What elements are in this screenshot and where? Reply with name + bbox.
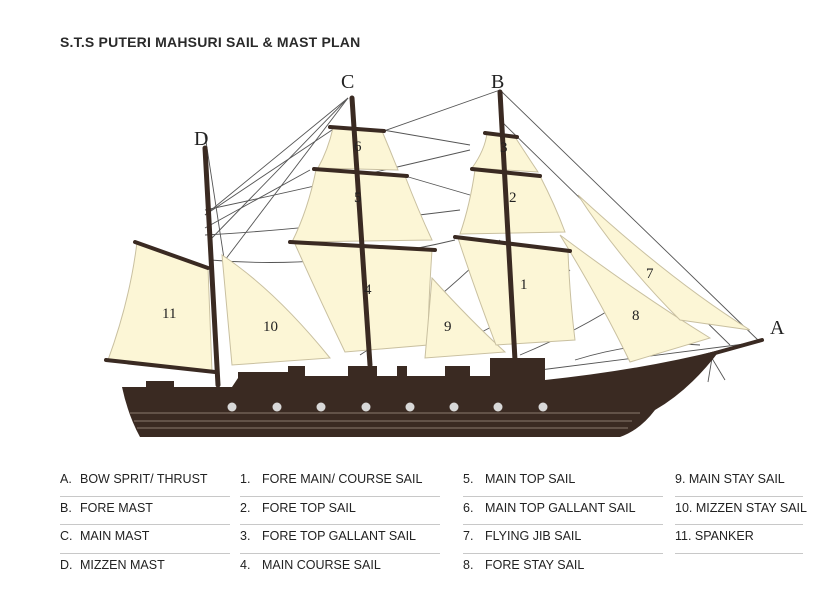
sail-1-fore-course bbox=[457, 237, 576, 346]
sail-10-mizzen-stay bbox=[221, 254, 331, 366]
legend-item: 11. SPANKER bbox=[675, 525, 803, 554]
ship-diagram: C B D A 6 3 5 2 7 1 4 11 8 10 9 bbox=[104, 71, 785, 437]
sail-2-fore-top bbox=[459, 169, 566, 235]
legend-item: D.MIZZEN MAST bbox=[60, 557, 165, 572]
legend-item: 3.FORE TOP GALLANT SAIL bbox=[240, 525, 440, 554]
legend-item: 1.FORE MAIN/ COURSE SAIL bbox=[240, 468, 440, 497]
sail-5-main-top bbox=[291, 169, 433, 243]
legend-item: 5.MAIN TOP SAIL bbox=[463, 468, 663, 497]
sail-number-9: 9 bbox=[444, 319, 452, 335]
sail-number-7: 7 bbox=[646, 266, 654, 282]
legend-item: 10. MIZZEN STAY SAIL bbox=[675, 497, 807, 525]
sail-6-main-top-gallant bbox=[317, 127, 399, 171]
legend-item: 6.MAIN TOP GALLANT SAIL bbox=[463, 497, 663, 525]
mast-label-d: D bbox=[194, 128, 208, 150]
hull bbox=[122, 350, 720, 437]
mizzen-mast bbox=[202, 145, 221, 388]
legend-item: 9. MAIN STAY SAIL bbox=[675, 468, 803, 497]
sail-number-4: 4 bbox=[364, 282, 372, 298]
legend-masts: A.BOW SPRIT/ THRUST B.FORE MAST C.MAIN M… bbox=[60, 468, 230, 581]
sail-8-fore-stay bbox=[559, 234, 712, 363]
sail-number-8: 8 bbox=[632, 308, 640, 324]
legend-item: 8.FORE STAY SAIL bbox=[463, 557, 585, 572]
legend-item: A.BOW SPRIT/ THRUST bbox=[60, 468, 230, 497]
legend-sails-3: 9. MAIN STAY SAIL 10. MIZZEN STAY SAIL 1… bbox=[675, 468, 807, 554]
legend-item: B.FORE MAST bbox=[60, 497, 230, 525]
legend-item: 7.FLYING JIB SAIL bbox=[463, 525, 663, 554]
legend-item: 2.FORE TOP SAIL bbox=[240, 497, 440, 525]
legend-sails-2: 5.MAIN TOP SAIL 6.MAIN TOP GALLANT SAIL … bbox=[463, 468, 663, 581]
mast-label-a: A bbox=[770, 317, 785, 339]
main-mast bbox=[349, 95, 373, 368]
sail-number-10: 10 bbox=[263, 319, 278, 335]
sail-number-6: 6 bbox=[354, 139, 362, 155]
page-title: S.T.S PUTERI MAHSURI SAIL & MAST PLAN bbox=[60, 34, 361, 50]
portholes bbox=[227, 402, 548, 412]
sail-number-1: 1 bbox=[520, 277, 528, 293]
sail-number-11: 11 bbox=[162, 306, 176, 322]
sail-number-2: 2 bbox=[509, 190, 517, 206]
mast-label-c: C bbox=[341, 71, 354, 93]
sail-11-spanker bbox=[107, 241, 213, 373]
sail-number-3: 3 bbox=[500, 140, 508, 156]
legend-item: C.MAIN MAST bbox=[60, 525, 230, 554]
masts bbox=[104, 89, 764, 388]
sail-7-flying-jib bbox=[577, 194, 751, 331]
legend-item: 4.MAIN COURSE SAIL bbox=[240, 557, 381, 572]
sail-9-main-stay bbox=[424, 276, 507, 359]
mast-label-b: B bbox=[491, 71, 504, 93]
sail-number-5: 5 bbox=[354, 190, 362, 206]
legend-sails-1: 1.FORE MAIN/ COURSE SAIL 2.FORE TOP SAIL… bbox=[240, 468, 440, 581]
